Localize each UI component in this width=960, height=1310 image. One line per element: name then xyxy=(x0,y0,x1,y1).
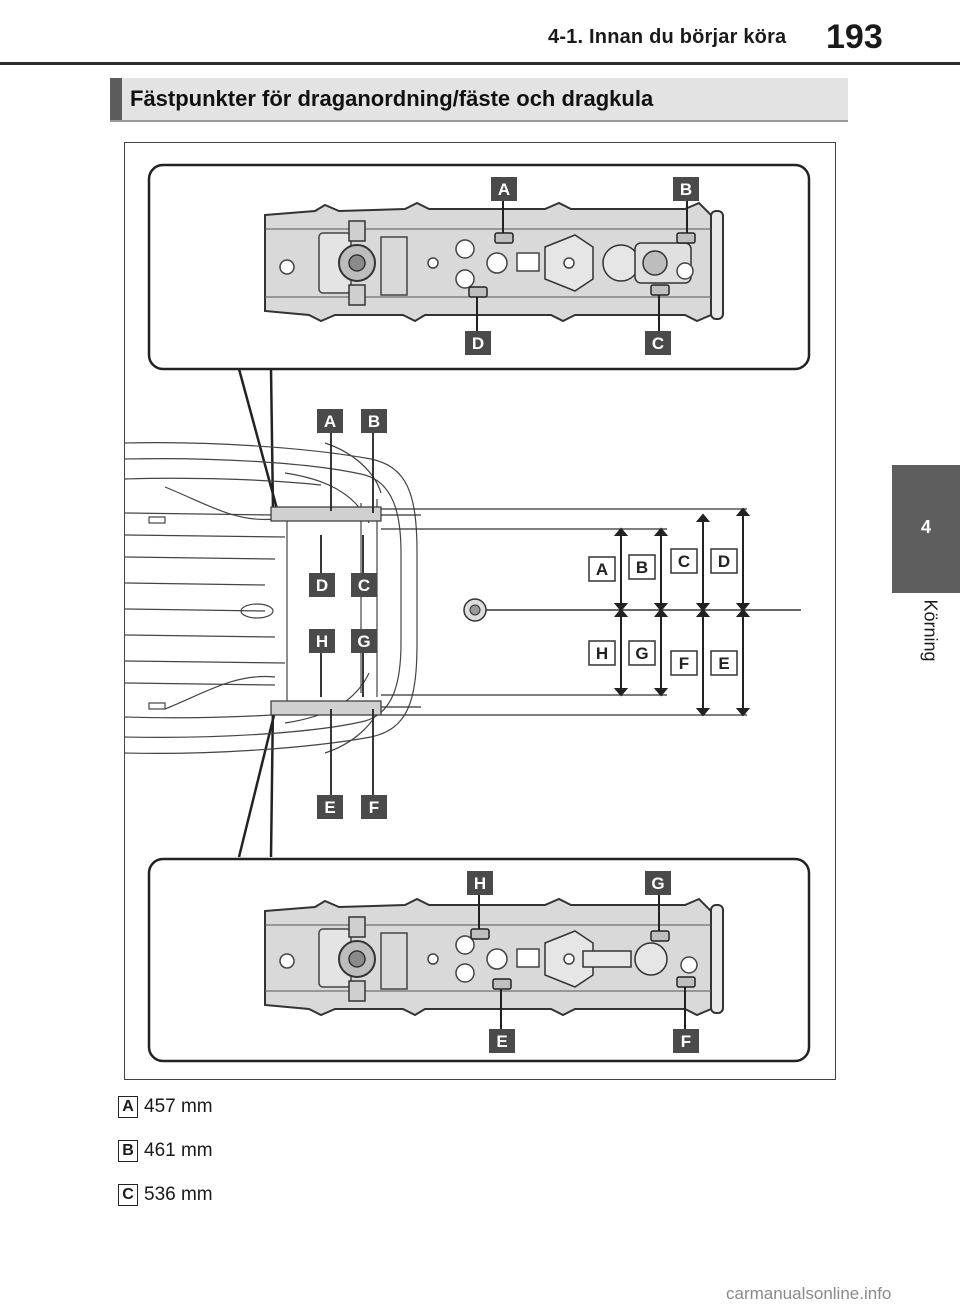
dim-label-f: F xyxy=(670,650,698,676)
callout-d-middle: D xyxy=(309,573,335,597)
svg-text:H: H xyxy=(596,644,608,663)
dim-label-d: D xyxy=(710,548,738,574)
dim-label-b: B xyxy=(628,554,656,580)
page-number: 193 xyxy=(826,18,883,56)
svg-text:A: A xyxy=(324,412,336,431)
svg-text:C: C xyxy=(652,334,664,353)
dim-label-a: A xyxy=(588,556,616,582)
vehicle-illustration xyxy=(125,442,421,754)
measurement-value: 536 mm xyxy=(144,1184,213,1205)
callout-g-middle: G xyxy=(351,629,377,653)
callout-e-bottom: E xyxy=(489,1029,515,1053)
svg-text:B: B xyxy=(636,558,648,577)
callout-f-middle: F xyxy=(361,795,387,819)
svg-text:A: A xyxy=(596,560,608,579)
section-header: 4-1. Innan du börjar köra xyxy=(548,26,787,48)
callout-g-bottom: G xyxy=(645,871,671,895)
svg-text:D: D xyxy=(316,576,328,595)
callout-h-bottom: H xyxy=(467,871,493,895)
callout-a-middle: A xyxy=(317,409,343,433)
svg-text:E: E xyxy=(324,798,335,817)
callout-c-top: C xyxy=(645,331,671,355)
svg-text:G: G xyxy=(651,874,664,893)
svg-text:B: B xyxy=(680,180,692,199)
svg-text:F: F xyxy=(681,1032,691,1051)
svg-text:G: G xyxy=(357,632,370,651)
measurement-value: 457 mm xyxy=(144,1096,213,1117)
measurement-value: 461 mm xyxy=(144,1140,213,1161)
callout-e-middle: E xyxy=(317,795,343,819)
svg-text:C: C xyxy=(678,552,690,571)
measurement-letter: A xyxy=(118,1096,138,1118)
svg-text:E: E xyxy=(718,654,729,673)
top-detail-panel: A B C D xyxy=(147,163,811,371)
measurement-letter: C xyxy=(118,1184,138,1206)
figure-illustration: A B C D xyxy=(125,163,811,1063)
towing-mount-figure: A B C D xyxy=(124,142,836,1080)
watermark[interactable]: carmanualsonline.info xyxy=(726,1284,892,1303)
svg-text:H: H xyxy=(316,632,328,651)
chapter-label: Körning xyxy=(920,599,941,662)
svg-text:D: D xyxy=(718,552,730,571)
chapter-number: 4 xyxy=(920,517,931,537)
callout-h-middle: H xyxy=(309,629,335,653)
svg-text:E: E xyxy=(496,1032,507,1051)
svg-text:A: A xyxy=(498,180,510,199)
svg-text:F: F xyxy=(369,798,379,817)
callout-d-top: D xyxy=(465,331,491,355)
section-title: Fästpunkter för draganordning/fäste och … xyxy=(130,86,654,111)
dim-label-g: G xyxy=(628,640,656,666)
svg-text:C: C xyxy=(358,576,370,595)
dim-label-h: H xyxy=(588,640,616,666)
callout-c-middle: C xyxy=(351,573,377,597)
header-rule xyxy=(0,62,960,65)
callout-b-top: B xyxy=(673,177,699,201)
dim-label-c: C xyxy=(670,548,698,574)
callout-b-middle: B xyxy=(361,409,387,433)
svg-text:B: B xyxy=(368,412,380,431)
dim-label-e: E xyxy=(710,650,738,676)
measurement-letter: B xyxy=(118,1140,138,1162)
section-accent xyxy=(110,78,122,120)
svg-text:F: F xyxy=(679,654,689,673)
section-title-bar: Fästpunkter för draganordning/fäste och … xyxy=(110,78,848,122)
svg-text:D: D xyxy=(472,334,484,353)
svg-text:H: H xyxy=(474,874,486,893)
bottom-detail-panel: H G E F xyxy=(147,857,811,1063)
callout-a-top: A xyxy=(491,177,517,201)
callout-f-bottom: F xyxy=(673,1029,699,1053)
svg-text:G: G xyxy=(635,644,648,663)
chapter-tab[interactable]: 4 xyxy=(892,465,960,593)
